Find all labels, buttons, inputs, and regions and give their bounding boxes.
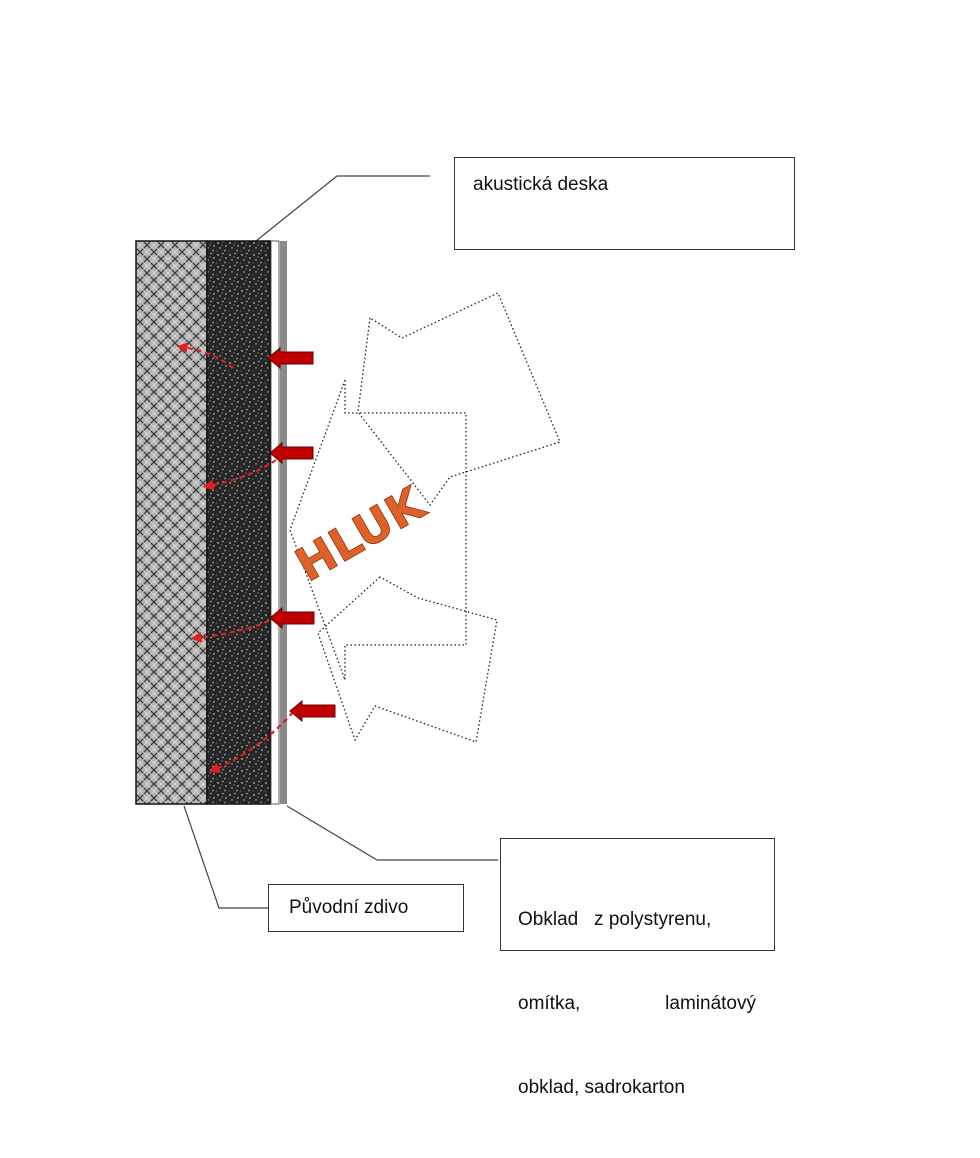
impact-arrow-1-icon [267, 346, 314, 370]
transmission-arrows [176, 342, 294, 773]
acoustic-board-layer [206, 240, 271, 805]
leader-line-original-wall [183, 805, 268, 909]
impact-arrow-2-icon [269, 441, 314, 465]
transmission-arrow-3-icon [190, 616, 278, 643]
impact-arrow-4-icon [289, 699, 336, 723]
impact-arrow-3-icon [269, 606, 315, 630]
original-wall-label-box: Původní zdivo [268, 884, 464, 932]
cladding-label-line-2-left: omítka, [518, 993, 581, 1014]
cladding-layer [280, 241, 287, 804]
leader-line-acoustic-board [255, 175, 430, 242]
original-wall-label: Původní zdivo [289, 897, 409, 918]
cladding-label-box: Obklad z polystyrenu, omítka, laminátový… [500, 838, 775, 1098]
impact-arrows [267, 346, 336, 723]
acoustic-board-label-box: akustická deska [454, 157, 795, 250]
transmission-arrow-2-icon [202, 459, 277, 491]
acoustic-wall-diagram: HLUK [135, 175, 561, 909]
cladding-label-line-2-right: laminátový [665, 993, 756, 1014]
noise-wave-upper-icon [357, 292, 561, 507]
cladding-label-line-2: omítka, laminátový [518, 990, 756, 1018]
noise-label: HLUK [286, 475, 436, 593]
cladding-gap-layer [270, 240, 280, 805]
cladding-label: Obklad z polystyrenu, omítka, laminátový… [518, 850, 756, 1158]
transmission-arrow-1-icon [176, 342, 234, 369]
leader-line-cladding [286, 805, 498, 861]
original-wall-layer [135, 240, 208, 805]
noise-wave-middle-icon [289, 379, 467, 681]
noise-waves [289, 292, 561, 743]
cladding-label-line-1: Obklad z polystyrenu, [518, 909, 712, 930]
cladding-label-line-3: obklad, sadrokarton [518, 1077, 685, 1098]
acoustic-board-label: akustická deska [473, 174, 609, 195]
transmission-arrow-4-icon [209, 711, 294, 773]
leader-lines [183, 175, 498, 909]
